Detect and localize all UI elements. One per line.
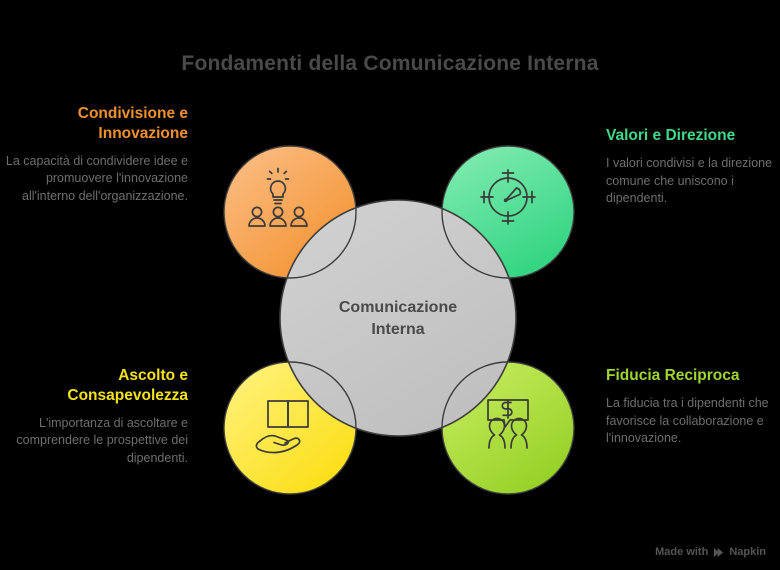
quadrant-text-bottom-right: Fiducia Reciproca La fiducia tra i dipen… [606,366,780,448]
speech-money-people-icon [487,399,529,449]
compass-target-icon [480,169,536,225]
quadrant-body-bottom-right: La fiducia tra i dipendenti che favorisc… [606,395,769,446]
watermark-brand-label: Napkin [729,546,766,558]
napkin-logo-icon [713,547,724,558]
center-label-line2: Interna [371,321,424,338]
quadrant-heading-top-right: Valori e Direzione [606,127,736,144]
quadrant-heading-top-left: Condivisione e Innovazione [77,105,188,142]
quadrant-body-top-right: I valori condivisi e la direzione comune… [606,155,773,206]
quadrant-body-bottom-left: L'importanza di ascoltare e comprendere … [16,415,188,466]
quadrant-text-top-right: Valori e Direzione I valori condivisi e … [606,126,780,208]
page-title: Fondamenti della Comunicazione Interna [181,52,599,75]
quadrant-text-top-left: Condivisione e Innovazione La capacità d… [2,104,188,206]
watermark-made-with-label: Made with [655,546,709,558]
quadrant-body-top-left: La capacità di condividere idee e promuo… [5,153,188,204]
napkin-watermark[interactable]: Made with Napkin [655,546,766,558]
center-label-line1: Comunicazione [339,299,457,316]
lightbulb-people-icon [248,167,308,227]
quadrant-heading-bottom-right: Fiducia Reciproca [606,367,740,384]
quadrant-text-bottom-left: Ascolto e Consapevolezza L'importanza di… [2,366,188,468]
quadrant-heading-bottom-left: Ascolto e Consapevolezza [67,367,188,404]
center-circle[interactable] [279,199,517,437]
book-hand-icon [255,400,309,454]
